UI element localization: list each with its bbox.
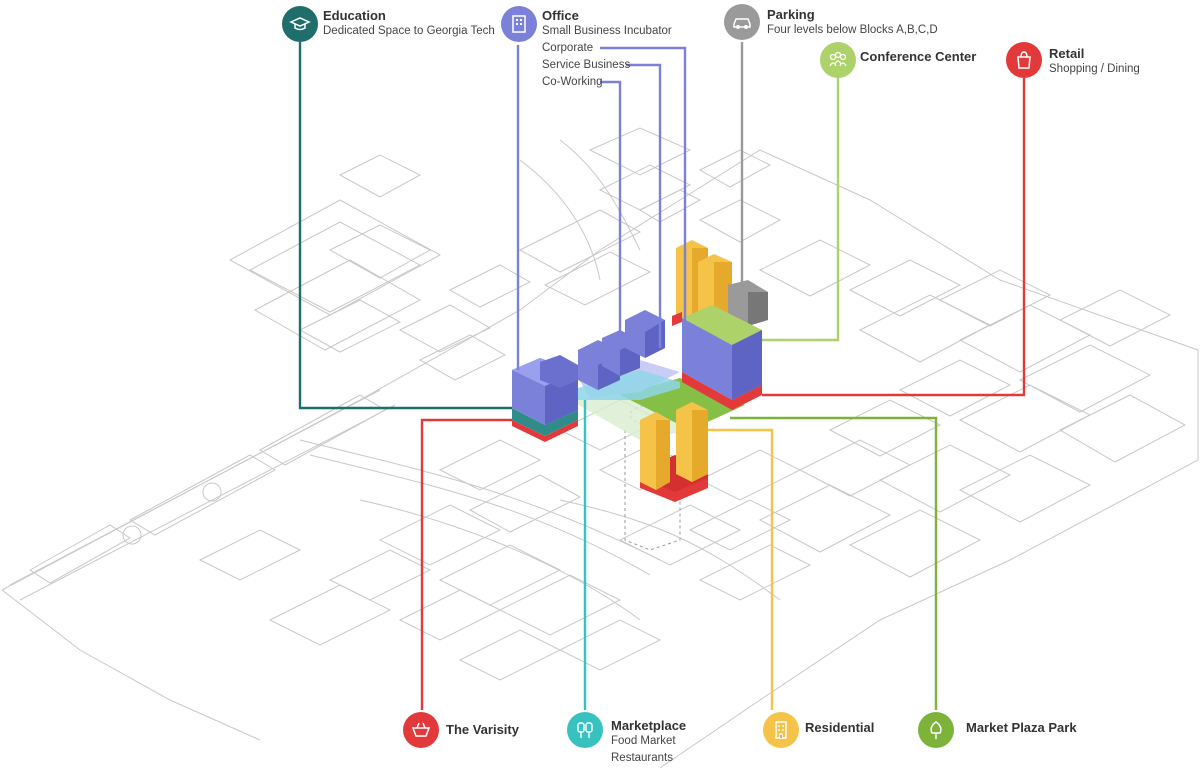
education-line-1: Dedicated Space to Georgia Tech — [323, 25, 495, 37]
conference-center-roof — [682, 305, 762, 345]
office-building-icon — [501, 6, 537, 42]
car-icon — [724, 4, 760, 40]
parking-line-1: Four levels below Blocks A,B,C,D — [767, 24, 938, 36]
leader-lines — [298, 42, 1026, 710]
parking-title: Parking — [767, 7, 815, 22]
retail-leader — [762, 76, 1026, 397]
office-leader-service — [626, 63, 662, 348]
base-map — [1, 127, 1199, 768]
marketplace-line-2: Restaurants — [611, 752, 674, 764]
market-stall-icon — [567, 712, 603, 748]
residential-leader — [708, 428, 774, 710]
conference-title: Conference Center — [860, 49, 977, 64]
office-title: Office — [542, 8, 579, 23]
retail-title: Retail — [1049, 46, 1085, 61]
shopping-bag-icon — [1006, 42, 1042, 78]
office-line-2: Corporate — [542, 42, 594, 54]
office-line-1: Small Business Incubator — [542, 25, 672, 37]
tree-icon — [918, 712, 954, 748]
office-line-3: Service Business — [542, 59, 631, 71]
people-icon — [820, 42, 856, 78]
office-leader-coworking — [600, 80, 622, 350]
office-line-4: Co-Working — [542, 76, 603, 88]
apartment-building-icon — [763, 712, 799, 748]
food-tray-icon — [403, 712, 439, 748]
conference-leader — [762, 76, 840, 342]
office-leader-corporate — [600, 46, 687, 320]
marketplace-line-1: Food Market — [611, 735, 676, 747]
retail-base-d — [682, 372, 762, 410]
graduation-cap-icon — [282, 6, 318, 42]
varsity-leader — [420, 418, 512, 710]
marketplace-title: Marketplace — [611, 718, 687, 733]
varsity-title: The Varisity — [446, 722, 519, 737]
education-title: Education — [323, 8, 386, 23]
education-base — [512, 408, 578, 436]
buildings — [512, 240, 768, 502]
education-leader — [298, 42, 512, 410]
residential-title: Residential — [805, 720, 875, 735]
park-title: Market Plaza Park — [966, 720, 1077, 735]
retail-line-1: Shopping / Dining — [1049, 63, 1140, 75]
park-leader — [730, 416, 938, 710]
